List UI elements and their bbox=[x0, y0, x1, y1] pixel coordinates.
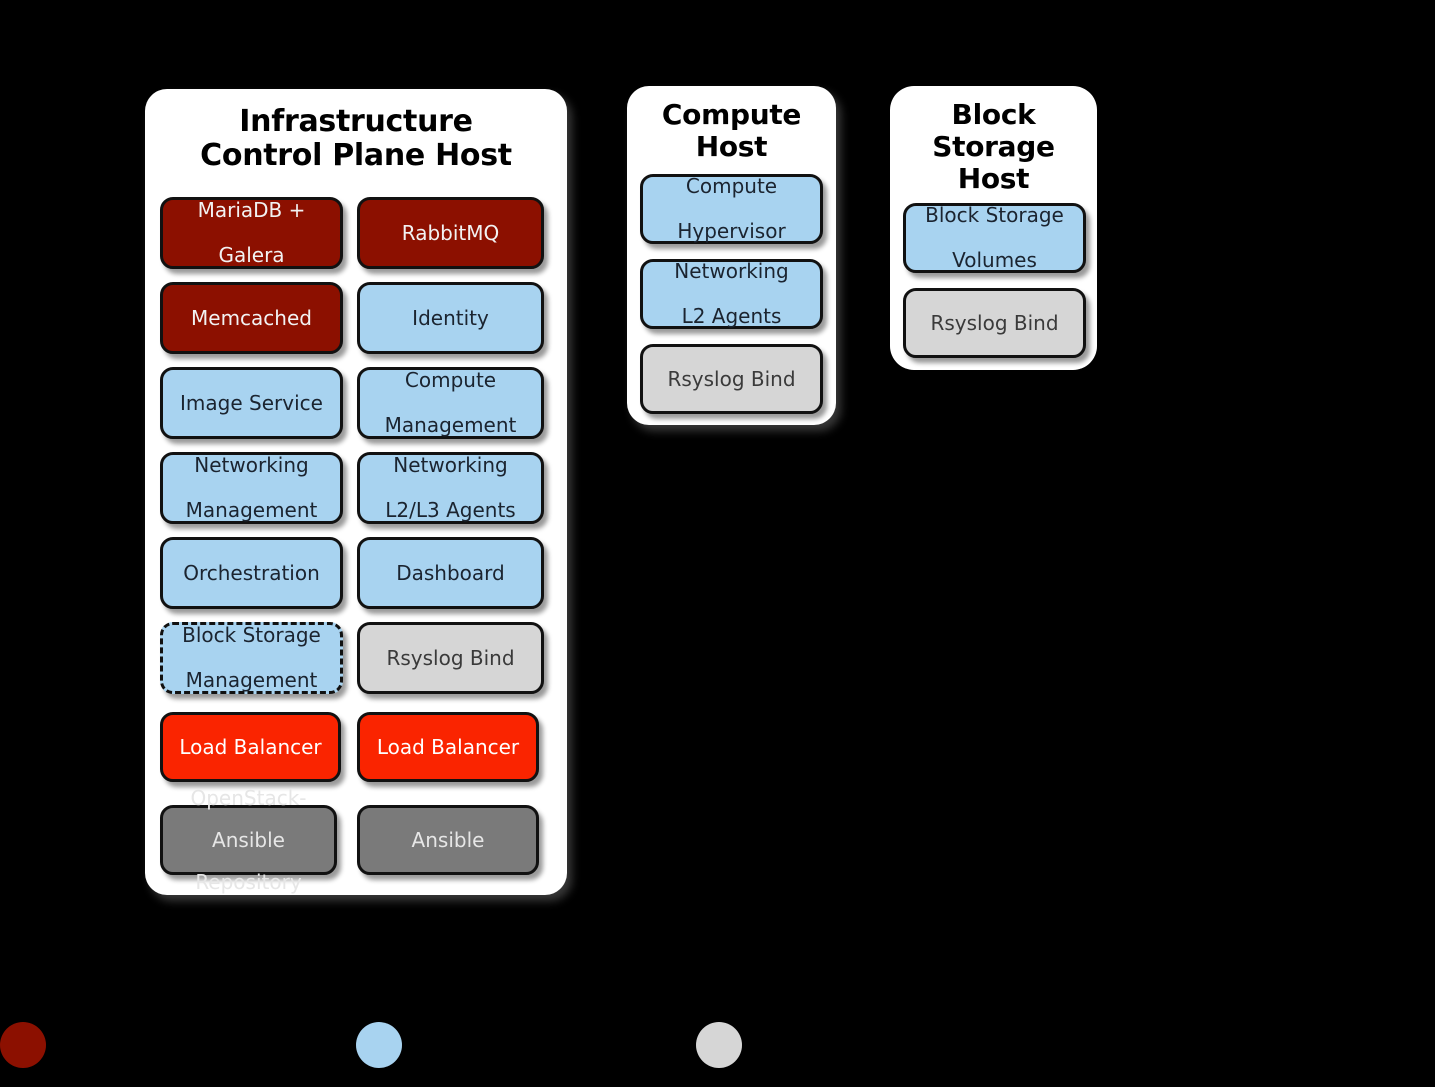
service-label-line2: L2 Agents bbox=[681, 304, 782, 329]
service-label: Rsyslog Bind bbox=[930, 310, 1059, 335]
host-title-line1: Block bbox=[951, 98, 1036, 131]
service-label: Compute Management bbox=[360, 368, 541, 438]
service-label: Networking L2 Agents bbox=[643, 259, 820, 329]
service-label: Orchestration bbox=[183, 560, 320, 585]
host-title-line1: Infrastructure bbox=[239, 104, 473, 139]
service-label-line2: Management bbox=[185, 668, 318, 693]
service-box-orchestration[interactable]: Orchestration bbox=[160, 537, 343, 609]
service-label: Image Service bbox=[180, 390, 323, 415]
legend-dot-red bbox=[0, 1022, 46, 1068]
service-label-line2: L2/L3 Agents bbox=[385, 498, 516, 523]
service-box-rsyslog-bind-compute[interactable]: Rsyslog Bind bbox=[640, 344, 823, 414]
service-label-line1: MariaDB + bbox=[197, 198, 306, 223]
service-box-networking-l2-l3-agents[interactable]: Networking L2/L3 Agents bbox=[357, 452, 544, 524]
service-label-line2: Management bbox=[384, 413, 517, 438]
host-title-block-storage: Block Storage Host bbox=[894, 99, 1093, 195]
service-box-rsyslog-bind-block-storage[interactable]: Rsyslog Bind bbox=[903, 288, 1086, 358]
service-box-identity[interactable]: Identity bbox=[357, 282, 544, 354]
service-label-line3: Repository bbox=[195, 869, 302, 894]
host-title-line3: Host bbox=[957, 161, 1030, 195]
service-box-networking-l2-agents[interactable]: Networking L2 Agents bbox=[640, 259, 823, 329]
service-label: Rsyslog Bind bbox=[386, 645, 515, 670]
service-label: Block Storage Management bbox=[163, 623, 340, 693]
service-box-rsyslog-bind-control-plane[interactable]: Rsyslog Bind bbox=[357, 622, 544, 694]
service-label: OpenStack- Ansible Repository bbox=[163, 785, 334, 894]
service-box-block-storage-volumes[interactable]: Block Storage Volumes bbox=[903, 203, 1086, 273]
host-title-line2: Control Plane Host bbox=[200, 138, 512, 174]
service-label-line2: Hypervisor bbox=[677, 219, 786, 244]
service-label: Load Balancer bbox=[179, 734, 322, 759]
host-title-line2: Host bbox=[695, 129, 768, 163]
service-label-line2: Ansible bbox=[212, 827, 285, 852]
service-box-load-balancer-left[interactable]: Load Balancer bbox=[160, 712, 341, 782]
service-label-line1: Networking bbox=[674, 259, 789, 284]
host-title-line2: Storage bbox=[932, 129, 1055, 163]
service-box-load-balancer-right[interactable]: Load Balancer bbox=[357, 712, 539, 782]
service-box-ansible[interactable]: Ansible bbox=[357, 805, 539, 875]
service-label: RabbitMQ bbox=[401, 220, 500, 245]
host-title-compute: Compute Host bbox=[627, 99, 836, 163]
service-label-line1: Networking bbox=[393, 453, 508, 478]
service-box-block-storage-management[interactable]: Block Storage Management bbox=[160, 622, 343, 694]
service-label: MariaDB + Galera bbox=[163, 198, 340, 268]
service-label-line1: Block Storage bbox=[182, 623, 321, 648]
service-label: Block Storage Volumes bbox=[906, 203, 1083, 273]
legend-dot-blue bbox=[356, 1022, 402, 1068]
service-box-openstack-ansible-repository[interactable]: OpenStack- Ansible Repository bbox=[160, 787, 337, 892]
service-box-networking-management[interactable]: Networking Management bbox=[160, 452, 343, 524]
service-box-image-service[interactable]: Image Service bbox=[160, 367, 343, 439]
legend-dot-gray bbox=[696, 1022, 742, 1068]
service-label-line1: Compute bbox=[404, 368, 497, 393]
host-title-line1: Compute bbox=[661, 98, 802, 131]
service-label: Compute Hypervisor bbox=[643, 174, 820, 244]
service-label-line1: Networking bbox=[194, 453, 309, 478]
service-label-line1: OpenStack- bbox=[190, 785, 307, 810]
service-label-line1: Block Storage bbox=[925, 203, 1064, 228]
service-label: Dashboard bbox=[396, 560, 505, 585]
service-box-dashboard[interactable]: Dashboard bbox=[357, 537, 544, 609]
service-label: Ansible bbox=[411, 827, 485, 852]
service-label-line2: Galera bbox=[218, 243, 285, 268]
service-label: Memcached bbox=[191, 305, 312, 330]
service-label: Networking L2/L3 Agents bbox=[360, 453, 541, 523]
host-title-infrastructure-control-plane: Infrastructure Control Plane Host bbox=[145, 104, 567, 174]
service-box-compute-hypervisor[interactable]: Compute Hypervisor bbox=[640, 174, 823, 244]
service-label: Load Balancer bbox=[376, 734, 520, 759]
service-label-line1: Compute bbox=[685, 174, 778, 199]
service-label: Rsyslog Bind bbox=[667, 366, 796, 391]
service-label-line2: Management bbox=[185, 498, 318, 523]
service-box-rabbitmq[interactable]: RabbitMQ bbox=[357, 197, 544, 269]
service-label: Networking Management bbox=[163, 453, 340, 523]
service-box-compute-management[interactable]: Compute Management bbox=[357, 367, 544, 439]
service-box-mariadb-galera[interactable]: MariaDB + Galera bbox=[160, 197, 343, 269]
service-label-line2: Volumes bbox=[952, 248, 1037, 273]
service-label: Identity bbox=[412, 305, 489, 330]
service-box-memcached[interactable]: Memcached bbox=[160, 282, 343, 354]
